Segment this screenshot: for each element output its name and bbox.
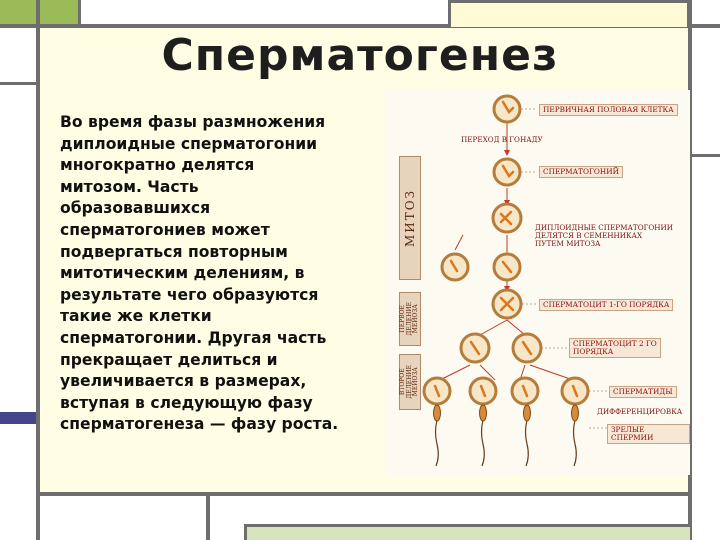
phase-mitosis-label: МИТОЗ xyxy=(403,188,418,248)
label-differentiation: ДИФФЕРЕНЦИРОВКА xyxy=(597,407,683,416)
frame-line xyxy=(206,492,210,540)
frame-line xyxy=(36,0,40,540)
label-spermatocyte-2: СПЕРМАТОЦИТ 2 ГО ПОРЯДКА xyxy=(569,338,661,358)
frame-line xyxy=(688,154,720,157)
body-line: такие же клетки xyxy=(60,307,212,326)
body-line: сперматогониев может xyxy=(60,220,270,239)
frame-line xyxy=(36,492,690,496)
label-diploid-spermatogonia: ДИПЛОИДНЫЕ СПЕРМАТОГОНИИ ДЕЛЯТСЯ В СЕМЕН… xyxy=(535,224,673,248)
corner-decoration-yellow xyxy=(448,0,690,30)
body-line: сперматогонии. Другая часть xyxy=(60,328,327,347)
body-line: вступая в следующую фазу xyxy=(60,393,313,412)
frame-line xyxy=(688,0,692,540)
label-line: МЕЙОЗА xyxy=(412,304,420,334)
label-mature-sperm: ЗРЕЛЫЕ СПЕРМИИ xyxy=(607,424,690,444)
body-line: Во время фазы размножения xyxy=(60,113,326,131)
label-line: ПУТЕМ МИТОЗА xyxy=(535,239,601,248)
phase-first-meiosis: ПЕРВОЕ ДЕЛЕНИЕ МЕЙОЗА xyxy=(399,292,421,346)
label-line: МЕЙОЗА xyxy=(412,367,420,397)
body-line: многократно делятся xyxy=(60,156,255,175)
body-line: подвергаться повторным xyxy=(60,242,288,261)
spermatogenesis-diagram: ПЕРВИЧНАЯ ПОЛОВАЯ КЛЕТКА ПЕРЕХОД В ГОНАД… xyxy=(385,90,690,475)
body-line: митозом. Часть xyxy=(60,177,199,196)
label-line: ПОРЯДКА xyxy=(573,347,614,356)
phase-second-meiosis-label: ВТОРОЕ ДЕЛЕНИЕ МЕЙОЗА xyxy=(399,365,420,399)
label-line: ДИПЛОИДНЫЕ СПЕРМАТОГОНИИ xyxy=(535,223,674,232)
phase-second-meiosis: ВТОРОЕ ДЕЛЕНИЕ МЕЙОЗА xyxy=(399,354,421,410)
label-to-gonad: ПЕРЕХОД В ГОНАДУ xyxy=(461,135,543,144)
label-primary-germ-cell: ПЕРВИЧНАЯ ПОЛОВАЯ КЛЕТКА xyxy=(539,104,678,116)
slide-title: Сперматогенез xyxy=(161,30,559,81)
frame-line xyxy=(0,24,720,28)
body-text: Во время фазы размножения диплоидные спе… xyxy=(60,112,390,436)
corner-decoration-green xyxy=(0,0,80,24)
frame-line xyxy=(78,0,81,28)
body-line: диплоидные сперматогонии xyxy=(60,134,318,153)
body-line: митотическим делениям, в xyxy=(60,264,305,283)
label-spermatids: СПЕРМАТИДЫ xyxy=(609,386,677,398)
body-line: результате чего образуются xyxy=(60,285,319,304)
body-line: сперматогенеза — фазу роста. xyxy=(60,415,339,434)
diagram-graphics xyxy=(422,94,607,467)
body-line: образовавшихся xyxy=(60,199,211,218)
body-line: прекращает делиться и xyxy=(60,350,278,369)
label-spermatogonium: СПЕРМАТОГОНИЙ xyxy=(539,166,623,178)
label-spermatocyte-1: СПЕРМАТОЦИТ 1-ГО ПОРЯДКА xyxy=(539,299,674,311)
left-blue-marker xyxy=(0,412,36,424)
body-line: увеличивается в размерах, xyxy=(60,372,307,391)
label-line: ДЕЛЯТСЯ В СЕМЕННИКАХ xyxy=(535,231,643,240)
phase-mitosis: МИТОЗ xyxy=(399,156,421,280)
frame-line xyxy=(0,82,40,85)
label-line: СПЕРМАТОЦИТ 2 ГО xyxy=(573,339,657,348)
phase-first-meiosis-label: ПЕРВОЕ ДЕЛЕНИЕ МЕЙОЗА xyxy=(399,302,420,336)
bottom-decoration xyxy=(244,524,690,540)
